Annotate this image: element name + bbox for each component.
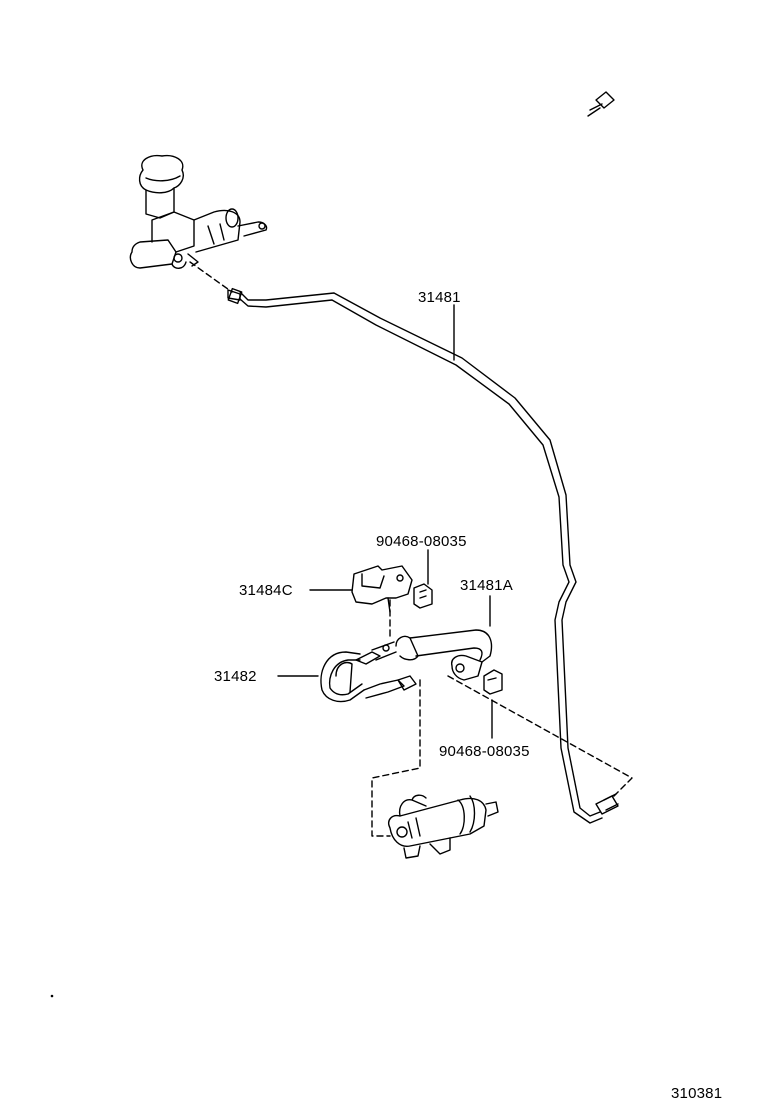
label-90468-08035-bottom: 90468-08035	[439, 743, 530, 760]
speck-dot	[51, 995, 52, 996]
dashed-guide-release	[372, 680, 420, 836]
figure-number: 310381	[671, 1085, 723, 1102]
label-31484C: 31484C	[239, 582, 293, 599]
pipe-31481	[228, 92, 618, 823]
label-31481A: 31481A	[460, 577, 513, 594]
label-31481: 31481	[418, 289, 461, 306]
hose-31481A	[396, 630, 491, 680]
release-cylinder	[389, 795, 498, 858]
master-cylinder	[130, 156, 266, 269]
bracket-31484C	[352, 566, 412, 612]
dashed-guide-master	[190, 262, 232, 292]
clip-bottom	[484, 670, 502, 694]
label-31482: 31482	[214, 668, 257, 685]
clip-top	[414, 584, 432, 608]
label-90468-08035-top: 90468-08035	[376, 533, 467, 550]
hose-31482	[321, 642, 416, 702]
dashed-guide-pipe-end	[448, 676, 632, 798]
